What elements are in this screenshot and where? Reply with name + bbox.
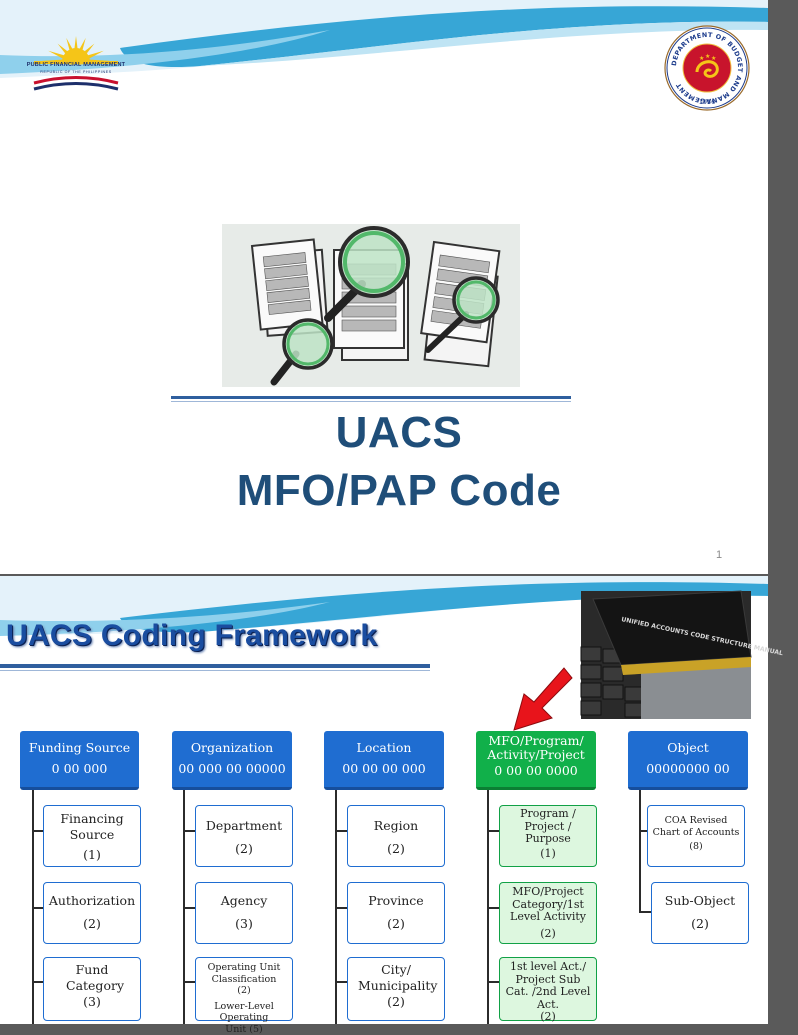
header-funding-source: Funding Source 0 00 000 bbox=[20, 731, 139, 790]
box-value: (2) bbox=[500, 928, 596, 941]
connector bbox=[639, 830, 647, 832]
box-label: 1st level Act./ Project Sub Cat. /2nd Le… bbox=[500, 961, 596, 1011]
box-value: (2) bbox=[348, 841, 444, 856]
box-department: Department (2) bbox=[195, 805, 293, 867]
box-label: Department bbox=[196, 818, 292, 834]
box-region: Region (2) bbox=[347, 805, 445, 867]
connector-object bbox=[639, 790, 641, 913]
title-divider-thin bbox=[171, 401, 571, 402]
box-province: Province (2) bbox=[347, 882, 445, 944]
box-city-municipality: City/ Municipality (2) bbox=[347, 957, 445, 1021]
svg-text:★: ★ bbox=[705, 53, 710, 60]
box-fund-category: Fund Category (3) bbox=[43, 957, 141, 1021]
connector bbox=[183, 830, 195, 832]
box-value: (2) bbox=[196, 841, 292, 856]
box-label: Agency bbox=[196, 893, 292, 909]
box-value: (2) bbox=[500, 1011, 596, 1024]
header-funding-source-label: Funding Source bbox=[20, 740, 139, 755]
box-label: Region bbox=[348, 818, 444, 834]
box-label: MFO/Project Category/1st Level Activity bbox=[500, 886, 596, 924]
box-label: Sub-Object bbox=[652, 893, 748, 909]
box-authorization: Authorization (2) bbox=[43, 882, 141, 944]
connector bbox=[335, 981, 347, 983]
svg-text:★: ★ bbox=[699, 55, 704, 62]
uacs-manual-photo: UNIFIED ACCOUNTS CODE STRUCTURE MANUAL bbox=[581, 591, 751, 719]
box-label: Operating Unit Classification (2) bbox=[196, 962, 292, 997]
pfm-logo-line1: PUBLIC FINANCIAL MANAGEMENT bbox=[22, 62, 130, 69]
header-object-code: 00000000 00 bbox=[628, 762, 748, 776]
connector bbox=[183, 981, 195, 983]
title-divider bbox=[171, 396, 571, 399]
box-value: (8) bbox=[648, 841, 744, 853]
framework-title-divider-thin bbox=[0, 670, 430, 671]
box-mfo-project-category: MFO/Project Category/1st Level Activity … bbox=[499, 882, 597, 944]
box-label: Province bbox=[348, 893, 444, 909]
header-organization-code: 00 000 00 00000 bbox=[172, 762, 292, 776]
pfm-logo-text: PUBLIC FINANCIAL MANAGEMENT REPUBLIC OF … bbox=[22, 62, 130, 75]
framework-title: UACS Coding Framework bbox=[6, 619, 377, 653]
red-arrow-pointer-icon bbox=[512, 666, 572, 732]
box-value: (2) bbox=[348, 916, 444, 931]
header-location: Location 00 00 00 000 bbox=[324, 731, 444, 790]
box-label: City/ Municipality bbox=[348, 962, 444, 993]
connector bbox=[183, 907, 195, 909]
box-coa-revised-chart: COA Revised Chart of Accounts (8) bbox=[647, 805, 745, 867]
header-mfo-code: 0 00 00 0000 bbox=[476, 764, 596, 778]
box-sub-object: Sub-Object (2) bbox=[651, 882, 749, 944]
header-organization: Organization 00 000 00 00000 bbox=[172, 731, 292, 790]
connector bbox=[335, 830, 347, 832]
box-program-project-purpose: Program / Project / Purpose (1) bbox=[499, 805, 597, 867]
box-first-level-activity: 1st level Act./ Project Sub Cat. /2nd Le… bbox=[499, 957, 597, 1021]
slide-uacs-title: PUBLIC FINANCIAL MANAGEMENT REPUBLIC OF … bbox=[0, 0, 768, 574]
connector bbox=[487, 830, 499, 832]
connector bbox=[32, 830, 43, 832]
header-organization-label: Organization bbox=[172, 740, 292, 755]
connector bbox=[639, 911, 651, 913]
pfm-sun-logo bbox=[22, 20, 130, 98]
seal-year: 1936 bbox=[699, 98, 716, 106]
box-value: (2) bbox=[348, 994, 444, 1009]
connector bbox=[487, 981, 499, 983]
slide-uacs-coding-framework: UACS Coding Framework UNIFIED ACCOUNTS C… bbox=[0, 576, 768, 1024]
box-operating-unit: Operating Unit Classification (2) Lower-… bbox=[195, 957, 293, 1021]
header-object: Object 00000000 00 bbox=[628, 731, 748, 790]
box-value: (3) bbox=[196, 916, 292, 931]
box-value: (2) bbox=[44, 916, 140, 931]
header-mfo-label: MFO/Program/ Activity/Project bbox=[476, 734, 596, 762]
connector bbox=[32, 981, 43, 983]
header-location-label: Location bbox=[324, 740, 444, 755]
box-value: (3) bbox=[44, 994, 140, 1009]
header-location-code: 00 00 00 000 bbox=[324, 762, 444, 776]
framework-title-divider bbox=[0, 664, 430, 668]
box-label: COA Revised Chart of Accounts bbox=[648, 815, 744, 838]
box-agency: Agency (3) bbox=[195, 882, 293, 944]
pfm-logo-line2: REPUBLIC OF THE PHILIPPINES bbox=[22, 69, 130, 76]
box-financing-source: Financing Source (1) bbox=[43, 805, 141, 867]
connector bbox=[32, 907, 43, 909]
box-value: (1) bbox=[44, 847, 140, 862]
header-mfo-program-activity-project: MFO/Program/ Activity/Project 0 00 00 00… bbox=[476, 731, 596, 790]
documents-magnifier-illustration bbox=[222, 224, 520, 387]
connector bbox=[335, 907, 347, 909]
box-label: Fund Category bbox=[44, 962, 140, 993]
box-label: Program / Project / Purpose bbox=[500, 808, 596, 846]
header-object-label: Object bbox=[628, 740, 748, 755]
dbm-seal-logo: DEPARTMENT OF BUDGET AND MANAGEMENT ★ ★ … bbox=[664, 25, 750, 111]
title-mfo-pap-code: MFO/PAP Code bbox=[0, 466, 798, 516]
header-funding-source-code: 0 00 000 bbox=[20, 762, 139, 776]
box-label: Financing Source bbox=[44, 811, 140, 842]
box-value: Lower-Level Operating Unit (5) bbox=[196, 1001, 292, 1035]
box-value: (2) bbox=[652, 916, 748, 931]
svg-text:★: ★ bbox=[711, 55, 716, 62]
title-uacs: UACS bbox=[0, 408, 798, 458]
box-value: (1) bbox=[500, 848, 596, 861]
page-number: 1 bbox=[716, 549, 722, 561]
box-label: Authorization bbox=[44, 893, 140, 909]
connector bbox=[487, 907, 499, 909]
